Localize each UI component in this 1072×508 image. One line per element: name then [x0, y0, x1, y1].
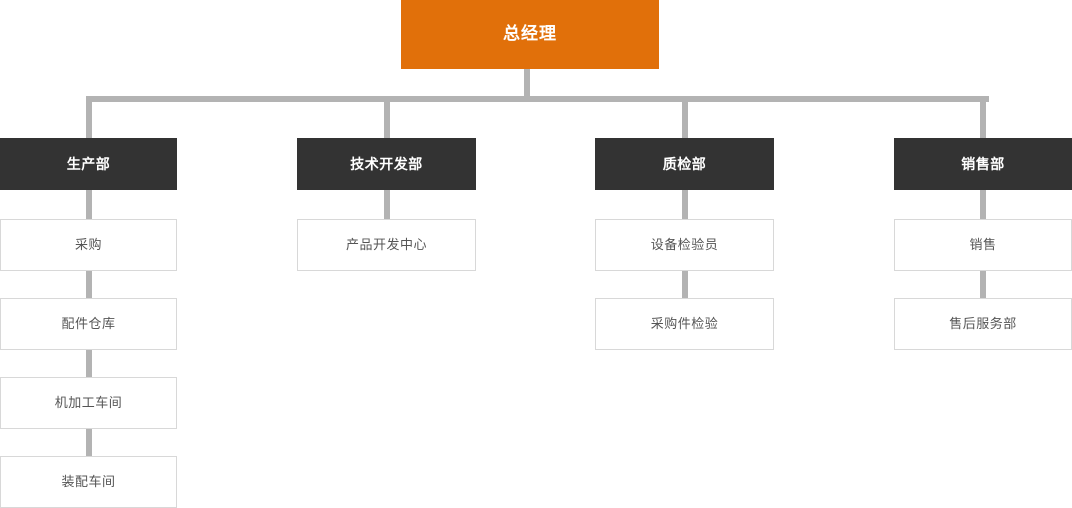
node-sales[interactable]: 销售	[894, 219, 1072, 271]
connector-root-horizontal	[86, 96, 989, 102]
node-machining-workshop[interactable]: 机加工车间	[0, 377, 177, 429]
connector-dept-production-drop	[86, 96, 92, 138]
connector-technical-child-1	[384, 190, 390, 219]
connector-sales-child-1	[980, 190, 986, 219]
node-purchased-parts-inspection[interactable]: 采购件检验	[595, 298, 774, 350]
node-product-development-center[interactable]: 产品开发中心	[297, 219, 476, 271]
node-assembly-workshop[interactable]: 装配车间	[0, 456, 177, 508]
node-equipment-inspector[interactable]: 设备检验员	[595, 219, 774, 271]
connector-production-child-2	[86, 271, 92, 298]
connector-production-child-3	[86, 350, 92, 377]
connector-dept-technical-drop	[384, 96, 390, 138]
node-after-sales-service[interactable]: 售后服务部	[894, 298, 1072, 350]
connector-production-child-1	[86, 190, 92, 219]
connector-dept-sales-drop	[980, 96, 986, 138]
connector-sales-child-2	[980, 271, 986, 298]
node-general-manager[interactable]: 总经理	[401, 0, 659, 69]
node-dept-production[interactable]: 生产部	[0, 138, 177, 190]
connector-quality-child-2	[682, 271, 688, 298]
connector-production-child-4	[86, 429, 92, 456]
node-dept-quality-inspection[interactable]: 质检部	[595, 138, 774, 190]
connector-root-vertical	[524, 69, 530, 102]
node-parts-warehouse[interactable]: 配件仓库	[0, 298, 177, 350]
node-procurement[interactable]: 采购	[0, 219, 177, 271]
node-dept-technical-development[interactable]: 技术开发部	[297, 138, 476, 190]
connector-quality-child-1	[682, 190, 688, 219]
node-dept-sales[interactable]: 销售部	[894, 138, 1072, 190]
connector-dept-quality-drop	[682, 96, 688, 138]
